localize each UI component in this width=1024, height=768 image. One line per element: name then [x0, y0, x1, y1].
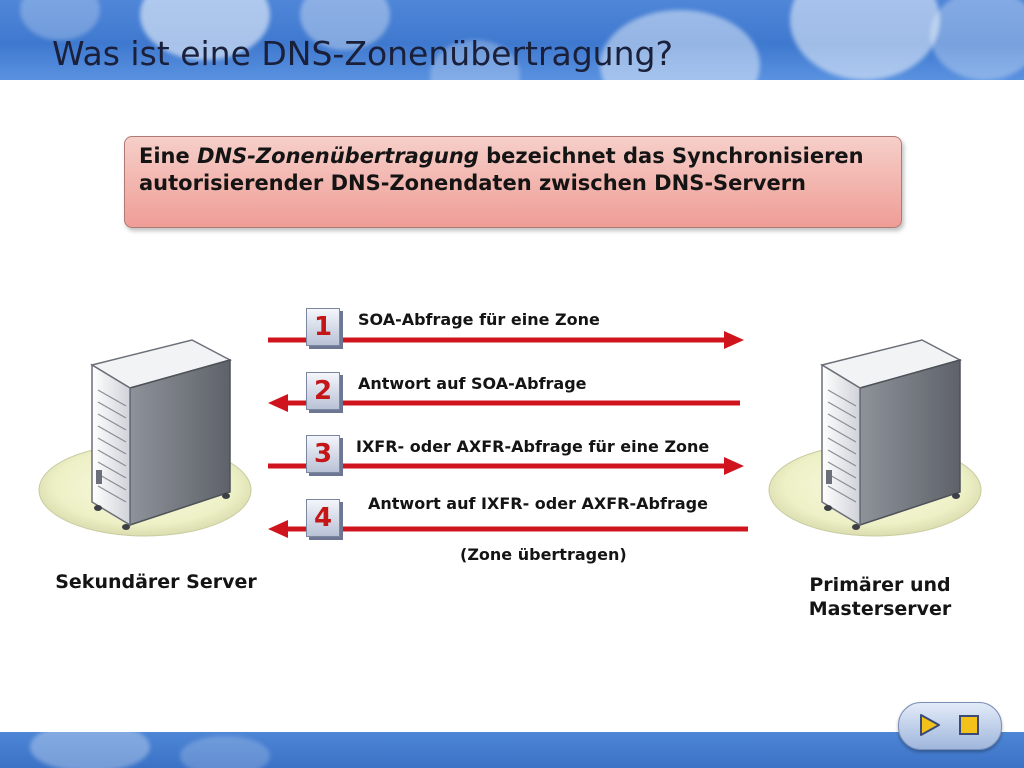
slide-nav-control	[898, 702, 1002, 750]
header-decoration	[930, 0, 1024, 80]
slide-header	[0, 0, 1024, 80]
stop-icon[interactable]	[957, 713, 981, 737]
primary-server-label-line2: Masterserver	[808, 598, 952, 620]
definition-part2: bezeichnet das Synchronisieren autorisie…	[139, 144, 864, 195]
definition-text: Eine DNS-Zonenübertragung bezeichnet das…	[139, 143, 891, 197]
step-3-badge: 3	[306, 435, 340, 473]
definition-term: DNS-Zonenübertragung	[197, 144, 479, 168]
arrow-step-3	[268, 457, 744, 475]
slide-title: Was ist eine DNS-Zonenübertragung?	[52, 34, 673, 73]
play-icon[interactable]	[917, 713, 941, 737]
secondary-server-label: Sekundärer Server	[55, 571, 257, 593]
arrow-step-4	[268, 520, 748, 538]
footer-decoration	[30, 732, 150, 768]
arrow-step-1	[268, 331, 744, 349]
step-4-badge: 4	[306, 499, 340, 537]
step-4-note: (Zone übertragen)	[460, 545, 627, 564]
step-2-badge: 2	[306, 372, 340, 410]
step-1-badge: 1	[306, 308, 340, 346]
slide-footer	[0, 732, 1024, 768]
definition-part1: Eine	[139, 144, 198, 168]
step-3-label: IXFR- oder AXFR-Abfrage für eine Zone	[356, 437, 710, 456]
definition-box: Eine DNS-Zonenübertragung bezeichnet das…	[124, 136, 902, 228]
primary-server-label-line1: Primärer und	[809, 574, 951, 596]
step-2-label: Antwort auf SOA-Abfrage	[358, 374, 587, 393]
footer-decoration	[180, 736, 270, 768]
step-4-label: Antwort auf IXFR- oder AXFR-Abfrage	[368, 494, 708, 513]
primary-server-icon	[768, 339, 982, 537]
step-1-label: SOA-Abfrage für eine Zone	[358, 310, 600, 329]
primary-server-label: Primärer und Masterserver	[780, 573, 980, 621]
secondary-server-icon	[38, 339, 252, 537]
arrow-step-2	[268, 394, 740, 412]
